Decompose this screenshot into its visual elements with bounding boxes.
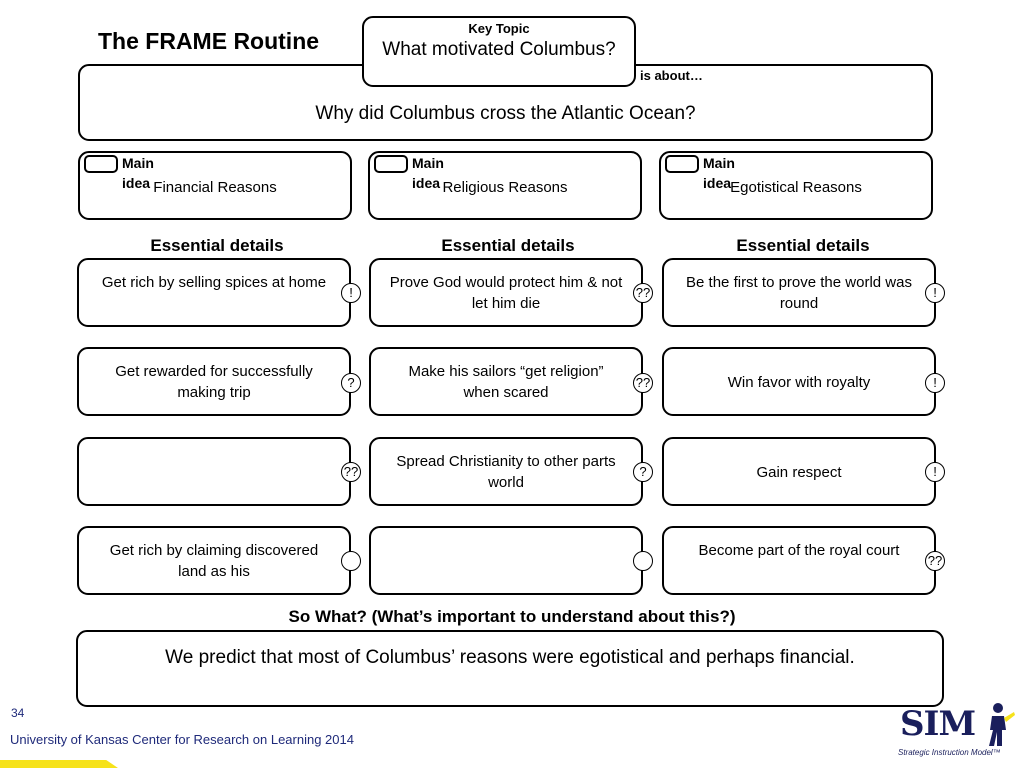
- detail-box: [77, 437, 351, 506]
- detail-mark[interactable]: !: [925, 462, 945, 482]
- detail-mark[interactable]: [633, 551, 653, 571]
- detail-text: Prove God would protect him & not let hi…: [389, 274, 623, 312]
- so-what-answer: We predict that most of Columbus’ reason…: [165, 647, 855, 668]
- detail-box: Become part of the royal court: [662, 526, 936, 595]
- topic-question: Why did Columbus cross the Atlantic Ocea…: [315, 103, 696, 124]
- essential-details-heading: Essential details: [736, 236, 870, 255]
- is-about-label: is about…: [640, 68, 703, 83]
- detail-mark[interactable]: ??: [633, 373, 653, 393]
- main-idea-text: Egotistical Reasons: [730, 179, 862, 196]
- main-idea-religious: Main idea Religious Reasons: [368, 151, 642, 220]
- detail-text: Get rich by selling spices at home: [101, 274, 327, 291]
- detail-box: Get rewarded for successfully making tri…: [77, 347, 351, 416]
- detail-box: Win favor with royalty: [662, 347, 936, 416]
- detail-mark[interactable]: ??: [925, 551, 945, 571]
- essential-details-heading: Essential details: [150, 236, 284, 255]
- main-idea-checkbox[interactable]: [84, 155, 118, 173]
- footer-accent-bar: [0, 760, 118, 768]
- detail-mark[interactable]: ?: [341, 373, 361, 393]
- detail-text: Get rich by claiming discovered land as …: [109, 542, 319, 580]
- main-idea-checkbox[interactable]: [665, 155, 699, 173]
- main-idea-egotistical: Main idea Egotistical Reasons: [659, 151, 933, 220]
- main-idea-label: Main idea: [122, 155, 154, 191]
- figure-icon: [989, 703, 1015, 746]
- detail-box: Get rich by selling spices at home: [77, 258, 351, 327]
- detail-box: [369, 526, 643, 595]
- detail-text: Spread Christianity to other parts world: [396, 453, 616, 491]
- main-idea-financial: Main idea Financial Reasons: [78, 151, 352, 220]
- main-idea-label: Main idea: [412, 155, 444, 191]
- sim-logo-subtitle: Strategic Instruction Model™: [898, 748, 1001, 757]
- detail-box: Be the first to prove the world was roun…: [662, 258, 936, 327]
- key-topic-value: What motivated Columbus?: [382, 39, 616, 60]
- detail-box: Prove God would protect him & not let hi…: [369, 258, 643, 327]
- essential-details-heading: Essential details: [441, 236, 575, 255]
- page-number: 34: [11, 706, 25, 720]
- key-topic-box: Key Topic What motivated Columbus?: [362, 16, 636, 87]
- detail-mark[interactable]: ??: [633, 283, 653, 303]
- sim-logo-text: SIM: [900, 704, 976, 744]
- detail-mark[interactable]: [341, 551, 361, 571]
- detail-text: Win favor with royalty: [727, 374, 871, 391]
- detail-text: Make his sailors “get religion” when sca…: [408, 363, 604, 401]
- main-idea-checkbox[interactable]: [374, 155, 408, 173]
- sim-logo: SIM Strategic Instruction Model™: [898, 700, 1022, 766]
- detail-mark[interactable]: !: [925, 283, 945, 303]
- detail-mark[interactable]: !: [925, 373, 945, 393]
- so-what-heading: So What? (What’s important to understand…: [288, 607, 736, 626]
- main-idea-text: Religious Reasons: [442, 179, 568, 196]
- detail-text: Get rewarded for successfully making tri…: [115, 363, 313, 401]
- detail-mark[interactable]: !: [341, 283, 361, 303]
- detail-box: Make his sailors “get religion” when sca…: [369, 347, 643, 416]
- detail-text: Gain respect: [756, 464, 842, 481]
- key-topic-label: Key Topic: [468, 21, 530, 36]
- main-idea-text: Financial Reasons: [153, 179, 277, 196]
- detail-box: Get rich by claiming discovered land as …: [77, 526, 351, 595]
- detail-text: Be the first to prove the world was roun…: [686, 274, 912, 312]
- detail-box: Spread Christianity to other parts world: [369, 437, 643, 506]
- so-what-answer-box: We predict that most of Columbus’ reason…: [76, 630, 944, 707]
- page-title: The FRAME Routine: [98, 28, 320, 54]
- detail-text: Become part of the royal court: [698, 542, 900, 559]
- footer-credit: University of Kansas Center for Research…: [10, 732, 354, 747]
- detail-mark[interactable]: ??: [341, 462, 361, 482]
- detail-mark[interactable]: ?: [633, 462, 653, 482]
- main-idea-label: Main idea: [703, 155, 735, 191]
- detail-box: Gain respect: [662, 437, 936, 506]
